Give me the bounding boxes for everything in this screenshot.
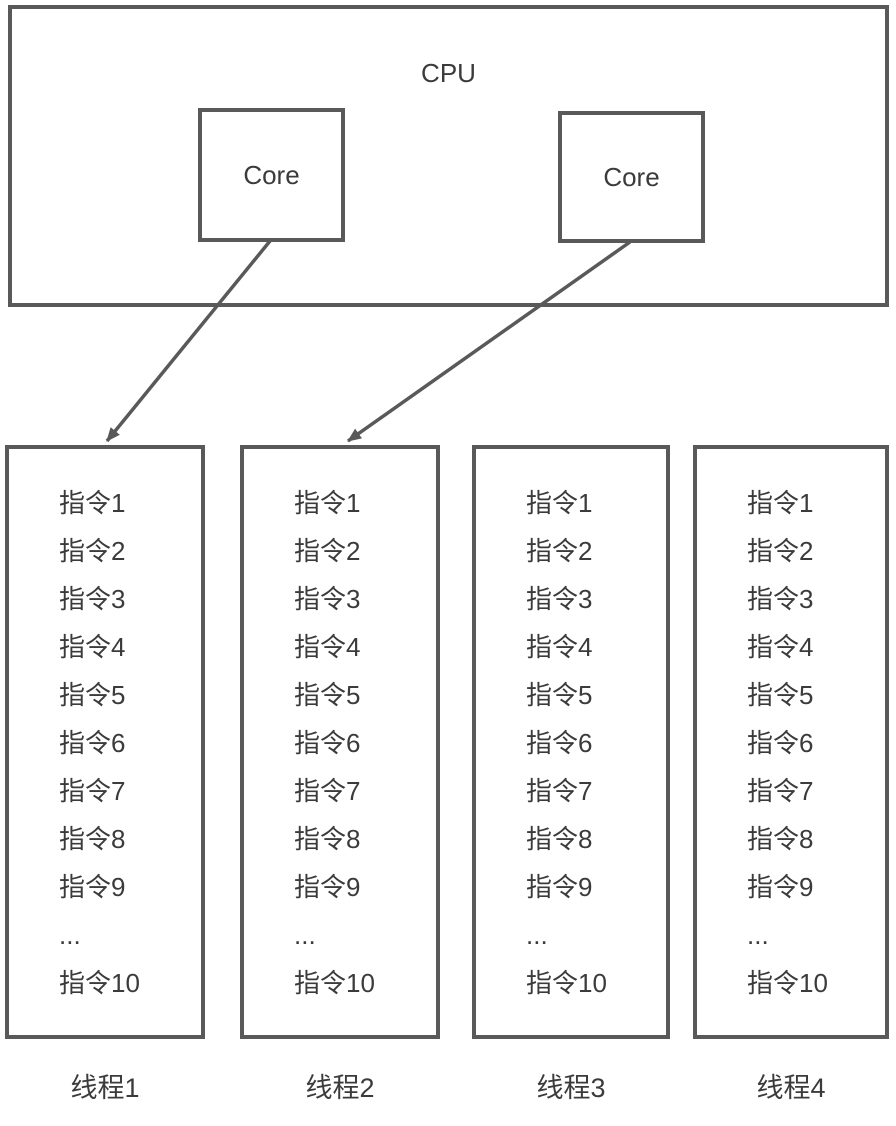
instruction-item: 指令8 [294,824,361,854]
instruction-list-2: 指令1 指令2 指令3 指令4 指令5 指令6 指令7 指令8 指令9... 指令10 [244,449,436,1007]
instruction-item: ... [747,920,769,950]
instruction-item: 指令3 [747,584,814,614]
instruction-item: 指令5 [747,680,814,710]
instruction-item: 指令10 [294,968,375,998]
instruction-item: 指令6 [294,728,361,758]
instruction-item: 指令6 [59,728,126,758]
instruction-item: 指令4 [294,632,361,662]
instruction-item: 指令4 [526,632,593,662]
instruction-list-1: 指令1 指令2 指令3 指令4 指令5 指令6 指令7 指令8 指令9... 指令10 [9,449,201,1007]
instruction-item: 指令2 [747,536,814,566]
instruction-item: 指令6 [747,728,814,758]
instruction-item: 指令3 [526,584,593,614]
instruction-item: 指令5 [526,680,593,710]
thread-label-3: 线程3 [536,1073,606,1103]
cpu-label: CPU [421,58,476,88]
instruction-item: 指令8 [526,824,593,854]
instruction-item: 指令2 [59,536,126,566]
instruction-item: 指令7 [59,776,126,806]
instruction-item: 指令9 [59,872,126,902]
instruction-item: 指令3 [294,584,361,614]
core-1-label: Core [243,159,300,190]
instruction-item: 指令10 [526,968,607,998]
instruction-item: ... [526,920,548,950]
instruction-item: 指令7 [294,776,361,806]
instruction-item: 指令1 [294,488,361,518]
thread-label-4: 线程4 [756,1073,826,1103]
instruction-item: 指令7 [747,776,814,806]
instruction-item: 指令8 [59,824,126,854]
instruction-item: 指令7 [526,776,593,806]
instruction-item: 指令6 [526,728,593,758]
instruction-item: 指令8 [747,824,814,854]
thread-label-2: 线程2 [305,1073,375,1103]
cpu-box: CPU Core Core [8,5,889,307]
thread-box-4: 指令1 指令2 指令3 指令4 指令5 指令6 指令7 指令8 指令9... 指令10 [693,445,889,1039]
thread-label-1: 线程1 [70,1073,140,1103]
instruction-item: 指令2 [294,536,361,566]
instruction-item: 指令1 [526,488,593,518]
instruction-item: ... [294,920,316,950]
instruction-item: 指令10 [59,968,140,998]
thread-box-1: 指令1 指令2 指令3 指令4 指令5 指令6 指令7 指令8 指令9... 指令10 [5,445,205,1039]
instruction-item: 指令10 [747,968,828,998]
instruction-item: 指令1 [747,488,814,518]
core-box-2: Core [558,111,705,243]
instruction-list-3: 指令1 指令2 指令3 指令4 指令5 指令6 指令7 指令8 指令9... 指令10 [476,449,666,1007]
instruction-item: 指令3 [59,584,126,614]
instruction-item: 指令9 [526,872,593,902]
core-2-label: Core [603,161,660,192]
instruction-list-4: 指令1 指令2 指令3 指令4 指令5 指令6 指令7 指令8 指令9... 指令10 [697,449,885,1007]
instruction-item: 指令4 [59,632,126,662]
instruction-item: 指令9 [747,872,814,902]
thread-box-3: 指令1 指令2 指令3 指令4 指令5 指令6 指令7 指令8 指令9... 指令10 [472,445,670,1039]
core-box-1: Core [198,108,345,242]
instruction-item: 指令5 [294,680,361,710]
instruction-item: 指令9 [294,872,361,902]
instruction-item: 指令5 [59,680,126,710]
instruction-item: 指令1 [59,488,126,518]
thread-box-2: 指令1 指令2 指令3 指令4 指令5 指令6 指令7 指令8 指令9... 指令10 [240,445,440,1039]
instruction-item: 指令2 [526,536,593,566]
instruction-item: ... [59,920,81,950]
instruction-item: 指令4 [747,632,814,662]
